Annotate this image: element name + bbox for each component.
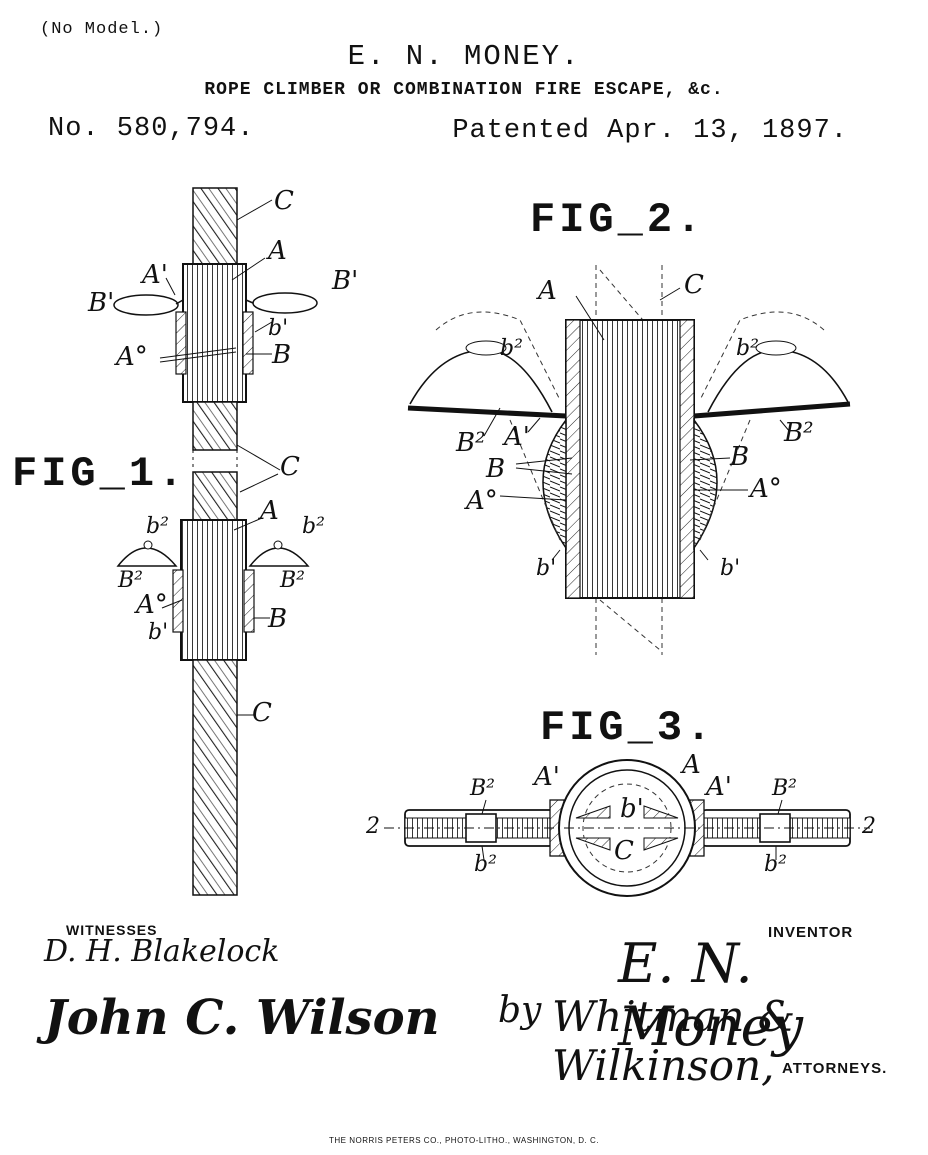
figure-1-label: FIG_1. (12, 450, 188, 498)
fig2-label-b-right: B (730, 442, 750, 472)
patent-number: No. 580,794. (48, 114, 255, 144)
fig1-label-c-bottom: C (252, 698, 272, 728)
fig1-label-b2-right: b² (302, 514, 325, 539)
figure-2-label: FIG_2. (530, 196, 706, 244)
figure-1-drawing (113, 187, 318, 896)
fig2-label-b2small-left: b² (500, 336, 523, 361)
fig2-label-b1small-left: b' (536, 556, 557, 581)
fig1-label-b2-left: b² (146, 514, 169, 539)
witness-1-signature: D. H. Blakelock (44, 934, 280, 969)
fig2-label-c: C (684, 270, 704, 300)
fig1-label-a1-top: A' (142, 260, 168, 290)
fig2-label-a: A (538, 276, 557, 306)
fig3-section-mark-left: 2 (366, 814, 380, 839)
fig1-label-c-top: C (274, 186, 294, 216)
fig1-label-B2-right: B² (280, 568, 305, 593)
inventor-name: E. N. MONEY. (347, 40, 581, 73)
figure-2-drawing (407, 265, 851, 655)
fig3-label-a1-left: A' (534, 762, 560, 792)
fig1-label-B2-left: B² (118, 568, 143, 593)
fig3-label-B2-right: B² (772, 776, 797, 801)
fig1-label-b1-right: B' (332, 266, 359, 296)
fig2-label-a0-left: A° (466, 486, 498, 516)
fig2-label-a1: A' (504, 422, 530, 452)
witnesses-heading: WITNESSES (66, 922, 158, 938)
fig3-label-b1small: b' (620, 794, 644, 824)
fig1-label-b-bottom: B (268, 604, 288, 634)
fig1-label-a0-top: A° (116, 342, 148, 372)
fig3-label-b2small-left: b² (474, 852, 497, 877)
witness-2-signature: John C. Wilson (44, 990, 440, 1046)
attorneys-signature: Whitman & Wilkinson, (552, 992, 796, 1090)
fig1-label-b1-left: B' (88, 288, 115, 318)
inventor-heading: INVENTOR (768, 924, 854, 941)
fig3-label-a1-right: A' (706, 772, 732, 802)
inventor-signature: E. N. Money (618, 932, 804, 1058)
fig3-section-mark-right: 2 (862, 814, 876, 839)
fig3-label-b2small-right: b² (764, 852, 787, 877)
fig1-label-b1small-bottom: b' (148, 620, 169, 645)
fig3-label-c: C (614, 836, 634, 866)
no-model-note: (No Model.) (40, 20, 164, 39)
fig2-label-B2-left: B² (456, 428, 486, 458)
figure-3-drawing (384, 759, 870, 897)
fig2-label-b-left: B (486, 454, 506, 484)
fig3-label-a: A (682, 750, 701, 780)
fig1-label-c-mid: C (280, 452, 300, 482)
fig2-label-b2small-right: b² (736, 336, 759, 361)
invention-title: ROPE CLIMBER OR COMBINATION FIRE ESCAPE,… (204, 80, 724, 100)
by-word: by (498, 990, 542, 1031)
patent-date: Patented Apr. 13, 1897. (452, 116, 848, 146)
fig3-label-B2-left: B² (470, 776, 495, 801)
fig2-label-a0-right: A° (750, 474, 782, 504)
fig2-label-B2-right: B² (784, 418, 814, 448)
fig2-label-b1small-right: b' (720, 556, 741, 581)
fig1-label-a-bottom: A (260, 496, 279, 526)
fig1-label-b1small-top: b' (268, 316, 289, 341)
fig1-label-a0-bottom: A° (136, 590, 168, 620)
fig1-label-a-top: A (268, 236, 287, 266)
attorneys-heading: ATTORNEYS. (782, 1060, 888, 1077)
fig1-label-b-top: B (272, 340, 292, 370)
printer-credit: THE NORRIS PETERS CO., PHOTO-LITHO., WAS… (329, 1136, 599, 1145)
figure-3-label: FIG_3. (540, 704, 716, 752)
